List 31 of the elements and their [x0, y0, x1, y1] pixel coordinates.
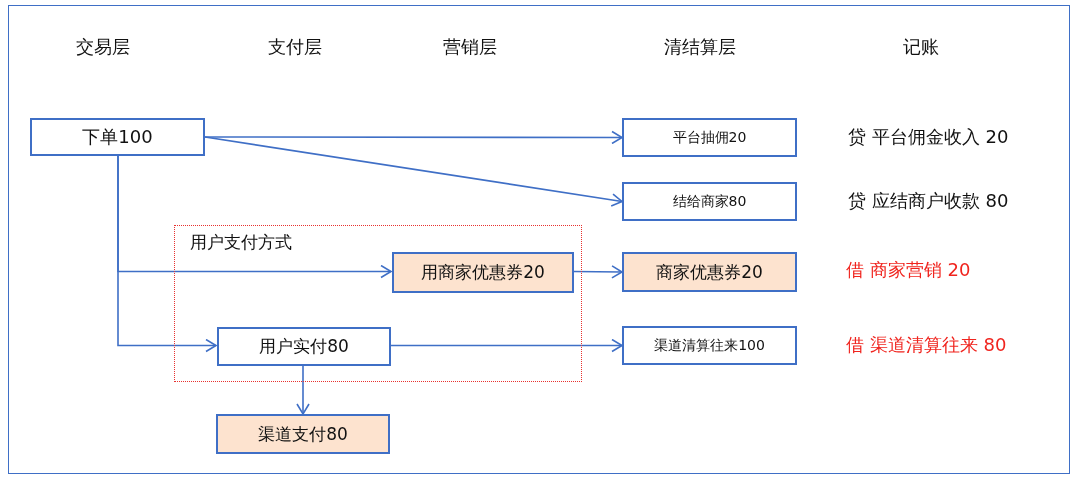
process-box	[392, 252, 574, 293]
column-header: 支付层	[268, 35, 322, 59]
process-box	[622, 118, 797, 157]
ledger-entry: 贷 平台佣金收入 20	[848, 125, 1009, 149]
group-heading: 用户支付方式	[190, 231, 292, 254]
column-header: 清结算层	[664, 35, 736, 59]
column-header: 交易层	[76, 35, 130, 59]
node-label: 用户实付80	[259, 335, 349, 358]
process-box	[216, 414, 390, 454]
node-label: 渠道清算往来100	[654, 336, 765, 355]
process-box	[217, 327, 391, 366]
arrow	[204, 136, 623, 207]
ledger-entry: 借 商家营销 20	[846, 258, 971, 282]
node-label: 下单100	[82, 125, 153, 149]
node-label: 平台抽佣20	[672, 128, 747, 147]
process-box	[622, 182, 797, 221]
ledger-entry: 贷 应结商户收款 80	[848, 189, 1009, 213]
arrow	[204, 130, 623, 145]
node-label: 商家优惠券20	[656, 260, 763, 284]
process-box	[30, 118, 205, 156]
node-label: 渠道支付80	[258, 422, 348, 446]
arrow	[117, 155, 217, 353]
dotted-group-frame	[174, 225, 582, 382]
arrow	[296, 364, 310, 415]
node-label: 结给商家80	[672, 192, 747, 211]
node-label: 用商家优惠券20	[421, 261, 545, 284]
column-header: 营销层	[443, 35, 497, 59]
process-box	[622, 326, 797, 365]
ledger-entry: 借 渠道清算往来 80	[846, 333, 1007, 357]
process-box	[622, 252, 797, 292]
column-header: 记账	[903, 35, 939, 59]
